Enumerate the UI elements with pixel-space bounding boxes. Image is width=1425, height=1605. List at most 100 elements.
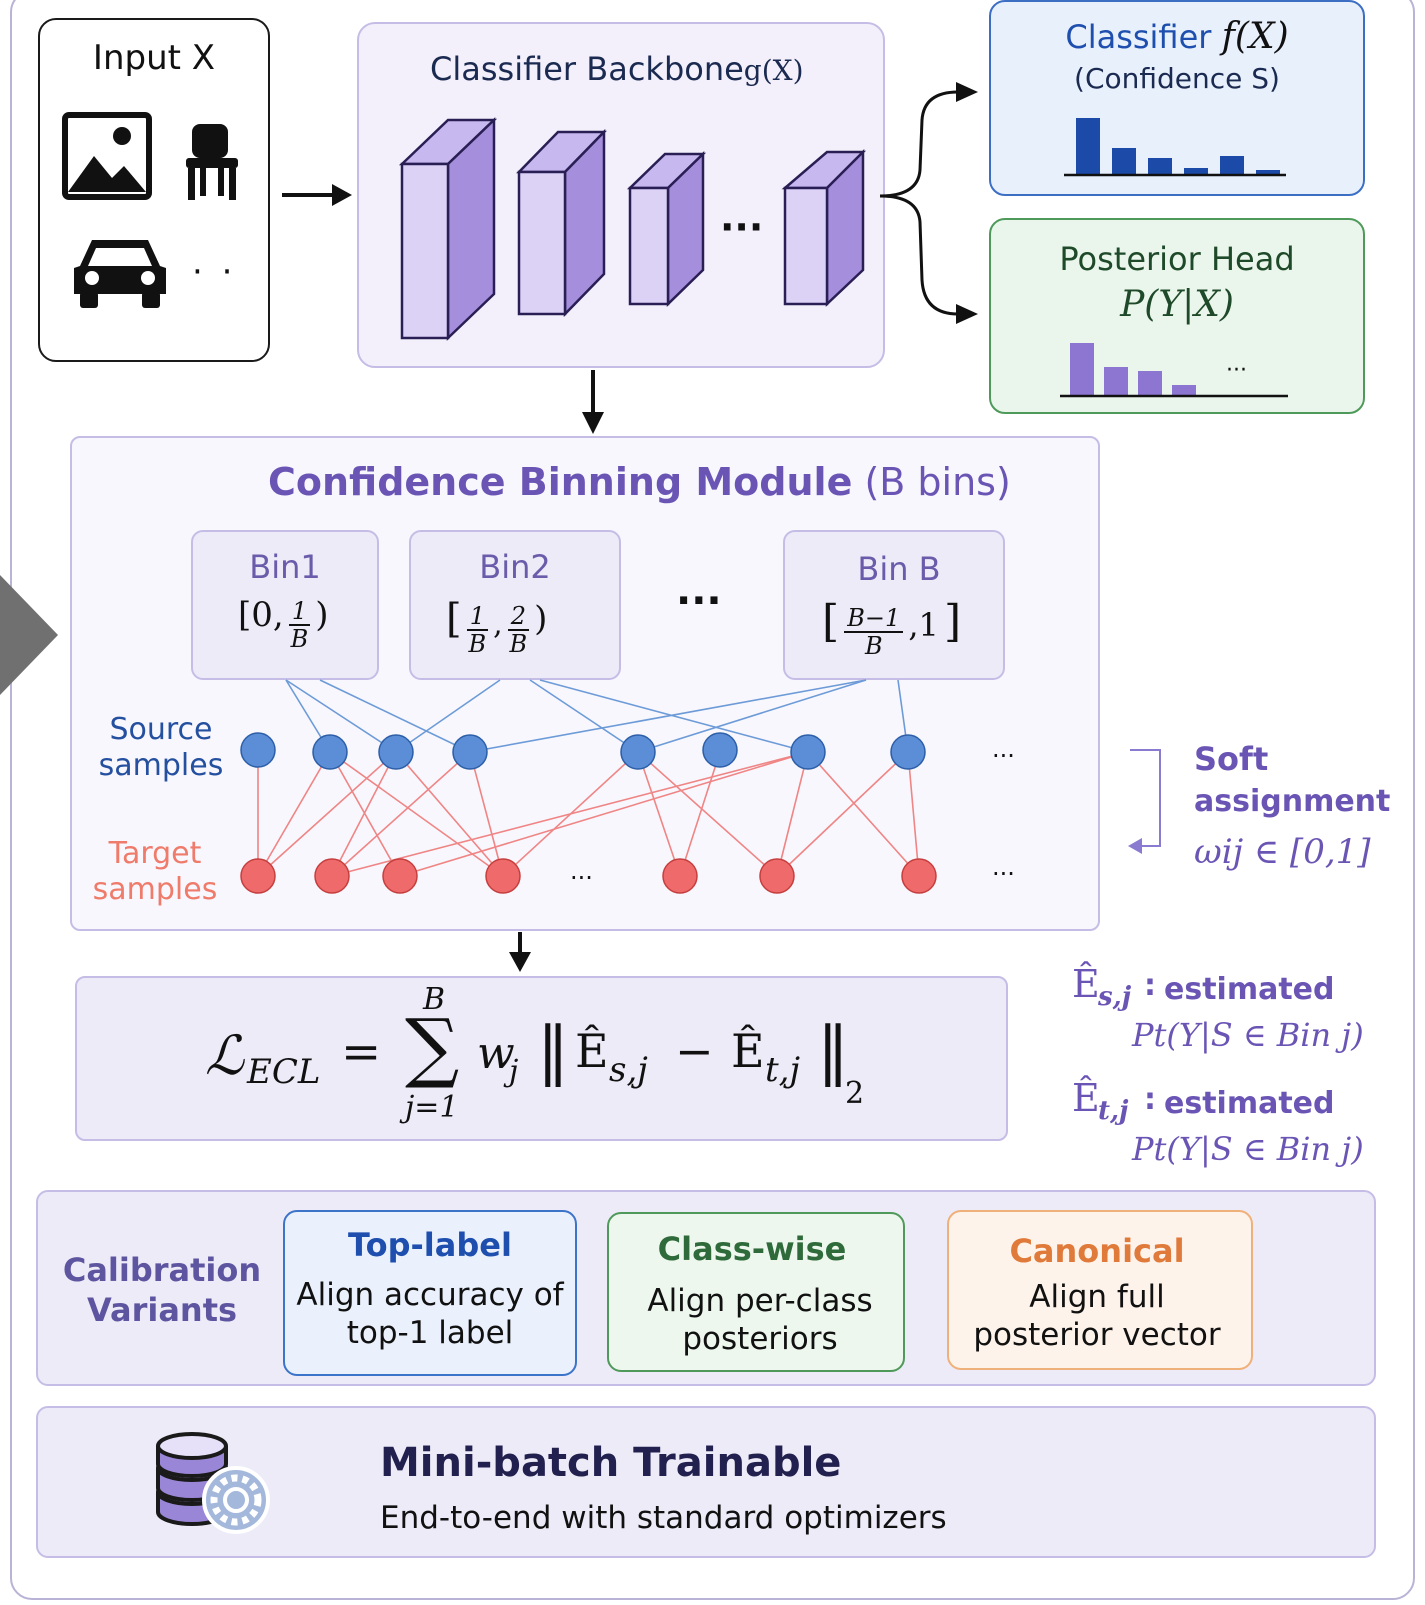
estimate-source-formula: Pt(Y|S ∈ Bin j) — [1132, 1016, 1364, 1054]
variant-canonical-desc: Align full posterior vector — [973, 1279, 1221, 1353]
bin-1-label: Bin1 — [249, 548, 321, 586]
posterior-head-formula: P(Y|X) — [1120, 284, 1234, 325]
variant-card-class-wise — [607, 1212, 905, 1372]
soft-assignment-line1: Soft — [1194, 740, 1269, 778]
hist-bar — [1220, 156, 1244, 174]
bin-1-interval: [0, 1 B ) — [238, 594, 329, 653]
bin-card-2 — [409, 530, 621, 680]
bin-card-1 — [191, 530, 379, 680]
sample-network — [240, 679, 937, 894]
backbone-title-text: Classifier Backbone — [430, 50, 744, 88]
target-row-ellipsis: ··· — [992, 860, 1015, 888]
variant-top-label-title: Top-label — [348, 1226, 512, 1264]
source-node — [790, 734, 826, 770]
source-samples-label: Source samples — [98, 712, 224, 783]
source-expectation: Ê — [575, 1024, 609, 1078]
estimate-source-sub: s,j — [1098, 982, 1132, 1012]
classifier-head-function: f(X) — [1221, 16, 1289, 57]
bin-2-label: Bin2 — [479, 548, 551, 586]
gear — [202, 1466, 270, 1534]
target-node — [485, 858, 521, 894]
bin-2-right: ) — [534, 599, 548, 639]
arrow-backbone-to-binning — [582, 370, 604, 434]
arrow-input-to-backbone — [282, 184, 352, 206]
source-node — [452, 734, 488, 770]
loss-box — [75, 976, 1008, 1141]
bin-1-num: 1 — [288, 598, 311, 626]
target-expectation-sub: t,j — [765, 1050, 801, 1090]
estimate-target-colon: : — [1144, 1082, 1156, 1117]
binning-title-rest: (B bins) — [864, 460, 1011, 504]
loss-weight-sub: j — [509, 1054, 519, 1089]
sum-upper-limit: B — [423, 982, 446, 1017]
hist-bar — [1172, 385, 1196, 395]
layer-block-2 — [516, 128, 607, 318]
trainable-panel — [36, 1406, 1376, 1558]
car-icon — [74, 240, 166, 308]
variant-top-label-desc: Align accuracy of top-1 label — [296, 1277, 564, 1351]
loss-formula: ℒ ECL = B ∑ j=1 w j ‖ Ê s,j − Ê t,j ‖ 2 — [205, 982, 905, 1130]
arrow-binning-to-loss — [509, 932, 531, 972]
layer-block-4 — [781, 148, 867, 307]
loss-weight: w — [477, 1028, 515, 1079]
norm-subscript: 2 — [845, 1076, 865, 1111]
estimate-target-symbol: Ê — [1072, 1076, 1100, 1120]
source-nodes — [240, 732, 926, 770]
soft-assignment-formula: ωij ∈ [0,1] — [1194, 832, 1371, 872]
hist-bar — [1112, 148, 1136, 174]
hist-bar — [1104, 367, 1128, 395]
posterior-head-box — [989, 218, 1365, 414]
bin-1-right: ) — [315, 594, 329, 635]
soft-assignment-line2: assignment — [1194, 784, 1391, 819]
source-row-ellipsis: ··· — [992, 742, 1015, 770]
database-gear-icon — [156, 1432, 270, 1534]
hist-bar — [1076, 118, 1100, 174]
source-node — [240, 732, 276, 768]
target-samples-label: Target samples — [92, 836, 218, 907]
source-node — [890, 734, 926, 770]
sum-sign: ∑ — [405, 1002, 460, 1091]
variant-card-canonical — [947, 1210, 1253, 1370]
hist-bar — [1138, 371, 1162, 395]
estimate-target-sub: t,j — [1098, 1096, 1129, 1126]
variant-card-top-label — [283, 1210, 577, 1376]
soft-assignment-bracket — [1128, 749, 1161, 854]
posterior-head-histogram — [1060, 343, 1288, 398]
trainable-title: Mini-batch Trainable — [380, 1440, 842, 1486]
source-expectation-sub: s,j — [609, 1050, 648, 1090]
posterior-head-ellipsis: ··· — [1226, 358, 1247, 383]
source-node — [620, 734, 656, 770]
classifier-head-histogram — [1064, 118, 1286, 177]
source-node — [312, 734, 348, 770]
bin-2-num: 1 — [466, 603, 488, 631]
bins-ellipsis: ··· — [676, 578, 722, 624]
bin-2-interval: [ 1 B , 2 B ) — [446, 596, 548, 658]
bin-2-mid-num: 2 — [507, 603, 529, 631]
variant-class-wise-title: Class-wise — [657, 1230, 847, 1268]
binning-title-bold: Confidence Binning Module — [268, 460, 853, 504]
backbone-layers — [398, 117, 867, 341]
binning-module-title: Confidence Binning Module (B bins) — [268, 460, 1011, 504]
bin-1-den: B — [290, 625, 309, 653]
bin-1-left: [0, — [238, 594, 284, 635]
bin-b-tail: ,1 — [908, 606, 939, 644]
target-node — [314, 858, 350, 894]
estimate-source-text: estimated — [1164, 972, 1335, 1007]
norm-left: ‖ — [537, 1014, 569, 1088]
bin-2-mid-den: B — [509, 629, 528, 658]
binning-module-box — [70, 436, 1100, 931]
loss-lhs: ℒ — [205, 1024, 244, 1087]
section-arrow-marker — [0, 575, 58, 695]
classifier-head-title-text: Classifier — [1065, 18, 1212, 56]
source-target-links — [257, 751, 920, 877]
bin-b-den: B — [864, 631, 883, 660]
backbone-title: Classifier Backboneg(X) — [430, 50, 804, 88]
source-node — [378, 734, 414, 770]
hist-bar — [1148, 158, 1172, 174]
backbone-function: g(X) — [743, 54, 804, 87]
layer-block-3 — [626, 151, 707, 307]
target-expectation: Ê — [731, 1024, 765, 1078]
input-ellipsis: · · — [192, 252, 237, 292]
outer-frame — [10, 0, 1415, 1600]
estimate-target-formula: Pt(Y|S ∈ Bin j) — [1132, 1130, 1364, 1168]
